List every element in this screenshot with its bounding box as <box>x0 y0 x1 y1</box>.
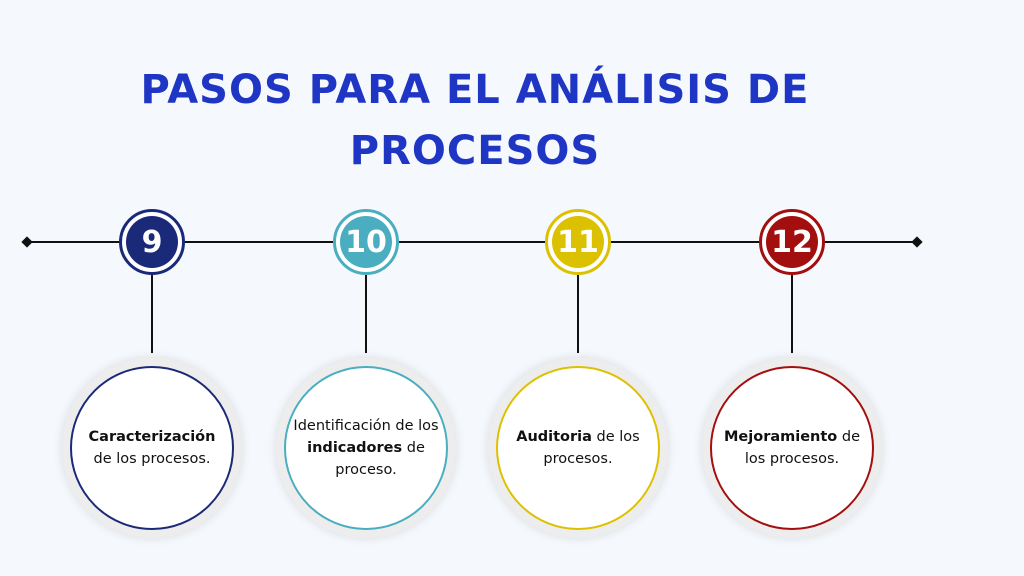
step-number: 10 <box>340 216 392 268</box>
timeline-end-marker <box>911 236 923 248</box>
step-number-badge: 9 <box>119 209 185 275</box>
timeline-start-marker <box>21 236 33 248</box>
connector-line <box>791 275 793 353</box>
connector-line <box>577 275 579 353</box>
title-line-1: PASOS PARA EL ANÁLISIS DE <box>140 67 810 113</box>
step-number: 9 <box>126 216 178 268</box>
step-number: 12 <box>766 216 818 268</box>
step-number-badge: 12 <box>759 209 825 275</box>
step-text-after: de los procesos. <box>744 429 860 467</box>
step-number-badge: 11 <box>545 209 611 275</box>
connector-line <box>365 275 367 353</box>
step-text-after: de los procesos. <box>543 429 640 467</box>
step-description: Auditoria de los procesos. <box>496 366 660 530</box>
step-text-before: Identificación de los <box>293 418 439 434</box>
timeline-line <box>26 241 918 243</box>
step-description: Caracterización de los procesos. <box>70 366 234 530</box>
title-line-2: PROCESOS <box>349 128 601 174</box>
step-number: 11 <box>552 216 604 268</box>
step-card: Auditoria de los procesos. <box>488 358 668 538</box>
step-text-bold: indicadores <box>307 440 403 456</box>
step-text-after: de proceso. <box>335 440 425 478</box>
step-text-after: de los procesos. <box>93 451 211 467</box>
step-description: Identificación de los indicadores de pro… <box>284 366 448 530</box>
step-text-bold: Auditoria <box>516 429 592 445</box>
step-text-bold: Caracterización <box>88 429 216 445</box>
step-card: Identificación de los indicadores de pro… <box>276 358 456 538</box>
step-text-bold: Mejoramiento <box>724 429 838 445</box>
step-card: Caracterización de los procesos. <box>62 358 242 538</box>
step-number-badge: 10 <box>333 209 399 275</box>
connector-line <box>151 275 153 353</box>
step-card: Mejoramiento de los procesos. <box>702 358 882 538</box>
step-description: Mejoramiento de los procesos. <box>710 366 874 530</box>
